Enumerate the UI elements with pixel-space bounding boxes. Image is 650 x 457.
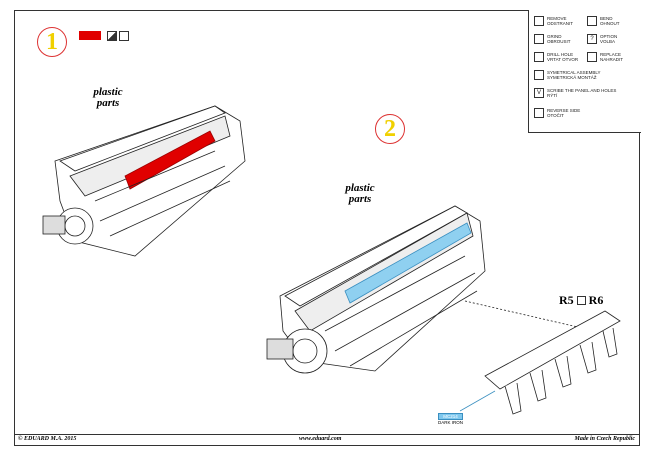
symbol-legend: REMOVE ODSTRANIT BEND OHNOUT GRIND OBROUSI… [528,10,641,133]
legend-text: REMOVE ODSTRANIT [547,16,574,26]
instruction-sheet: 1 plastic parts 2 plastic parts [14,10,640,435]
part-labels: R5 R6 [559,293,603,308]
legend-text: REPLACE NAHRADIT [600,52,624,62]
legend-item: BEND OHNOUT [587,16,620,26]
legend-item: SYMETRICAL ASSEMBLY SYMETRICKÁ MONTÁŽ [534,70,601,80]
footer: © EDUARD M.A. 2015 www.eduard.com Made i… [14,435,640,446]
legend-text: GRIND OBROUSIT [547,34,571,44]
replace-icon [587,52,597,62]
origin: Made in Czech Republic [574,436,635,442]
grind-icon [107,31,117,41]
reverse-icon [534,108,544,118]
step-1-label: plastic parts [93,86,123,109]
legend-item: DRILL HOLE VRTAT OTVOR [534,52,578,62]
legend-item: ?OPTION VOLBA [587,34,617,44]
bend-icon [587,16,597,26]
symmetrical-icon [534,70,544,80]
engine-step-2 [266,205,596,374]
paint-code: MC214 [438,413,464,420]
step-2-label: plastic parts [345,182,375,205]
paint-callout: MC214 DARK IRON [438,413,464,425]
symmetrical-icon [576,296,586,305]
grind-icon [534,34,544,44]
paint-name: DARK IRON [438,420,464,425]
legend-item: REPLACE NAHRADIT [587,52,623,62]
remove-icon [534,16,544,26]
drill-icon [534,52,544,62]
symmetrical-icon [119,31,129,41]
paint-swatch-red [79,31,101,40]
legend-text: OPTION VOLBA [600,34,618,44]
legend-text: REVERSE SIDE OTOČIT [547,108,581,118]
legend-text: SCRIBE THE PANEL AND HOLES RÝTÍ [547,88,617,98]
exhaust-part [459,310,621,415]
website-link[interactable]: www.eduard.com [299,436,342,442]
part-r5: R5 [559,293,574,307]
scribe-icon: V [534,88,544,98]
step-1-number: 1 [37,27,67,57]
legend-item: GRIND OBROUSIT [534,34,571,44]
legend-item: REVERSE SIDE OTOČIT [534,108,580,118]
option-icon: ? [587,34,597,44]
legend-text: DRILL HOLE VRTAT OTVOR [547,52,579,62]
legend-item: REMOVE ODSTRANIT [534,16,573,26]
step-2-number: 2 [375,114,405,144]
legend-text: BEND OHNOUT [600,16,620,26]
engine-drawings [42,105,621,415]
engine-step-1 [42,105,246,257]
legend-text: SYMETRICAL ASSEMBLY SYMETRICKÁ MONTÁŽ [547,70,601,80]
part-r6: R6 [588,293,604,307]
copyright: © EDUARD M.A. 2015 [18,436,77,442]
